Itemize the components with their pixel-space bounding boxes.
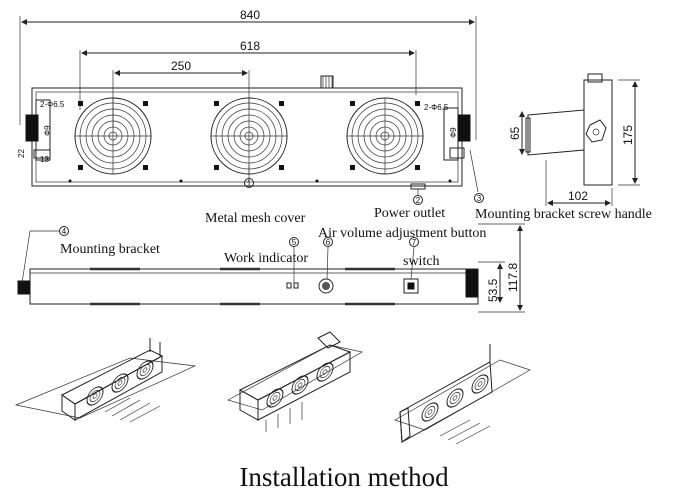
label-air-volume: Air volume adjustment button <box>318 226 486 241</box>
svg-text:6: 6 <box>326 238 331 247</box>
callout-2: 2 Power outlet <box>374 189 445 221</box>
switch-icon <box>403 278 419 294</box>
callout-3: 3 Mounting bracket screw handle <box>469 149 652 222</box>
label-screw-handle: Mounting bracket screw handle <box>475 207 652 222</box>
label-work-indicator: Work indicator <box>224 251 308 266</box>
hole-label-left: 2-Ф6.5 <box>40 100 65 109</box>
fan-grille-icon-3 <box>346 97 424 175</box>
svg-text:5: 5 <box>292 238 297 247</box>
label-switch: switch <box>403 254 440 269</box>
dim-175: 175 <box>621 125 635 145</box>
slot-label-left: Ф9 <box>43 125 52 136</box>
screw-handle-icon <box>585 119 607 143</box>
top-view: 2-Ф6.5 Ф9 13 22 2-Ф6.5 Ф9 <box>17 75 471 190</box>
dim-65: 65 <box>508 126 522 140</box>
hole-label-right: 2-Ф6.5 <box>424 103 449 112</box>
side-view: 65 175 102 <box>508 73 640 206</box>
dim-53-5: 53.5 <box>486 278 500 302</box>
dim-250: 250 <box>171 59 191 73</box>
callout-4: 4 Mounting bracket <box>21 226 160 284</box>
dim-618: 618 <box>240 39 260 53</box>
install-ceiling <box>14 338 197 423</box>
callout-5: 5 Work indicator <box>224 237 308 283</box>
dim-102: 102 <box>568 189 588 203</box>
left-bracket: 2-Ф6.5 Ф9 13 22 <box>17 99 65 164</box>
right-bracket: 2-Ф6.5 Ф9 <box>424 103 471 161</box>
fan-grille-icon-2 <box>210 97 288 175</box>
fan-grille-icon-1 <box>74 97 152 175</box>
dimension-overall: 840 <box>19 8 477 140</box>
dim-117-8: 117.8 <box>506 263 520 292</box>
dimension-fan-span: 618 <box>79 39 417 110</box>
indicator-led-icon <box>286 282 299 289</box>
label-power-outlet: Power outlet <box>374 206 445 221</box>
caption-installation-method: Installation method <box>239 462 449 492</box>
tab-label-left: 13 <box>40 155 49 164</box>
install-desktop <box>227 331 363 432</box>
install-wall <box>394 344 531 445</box>
callout-1: 1 Metal mesh cover <box>205 165 306 226</box>
label-mounting-bracket: Mounting bracket <box>60 242 160 257</box>
tab-side-label-left: 22 <box>17 149 26 158</box>
callout-6: 6 Air volume adjustment button <box>318 226 486 280</box>
knob-icon <box>320 75 334 89</box>
front-view: 117.8 53.5 <box>17 223 525 313</box>
slot-label-right: Ф9 <box>449 127 458 138</box>
label-metal-mesh-cover: Metal mesh cover <box>205 211 306 226</box>
svg-text:2: 2 <box>416 196 421 205</box>
svg-text:1: 1 <box>247 179 252 188</box>
svg-text:3: 3 <box>477 194 482 203</box>
svg-text:7: 7 <box>412 238 417 247</box>
callout-7: 7 switch <box>403 237 440 280</box>
dim-840: 840 <box>240 8 260 22</box>
svg-text:4: 4 <box>62 227 67 236</box>
air-volume-knob <box>318 278 334 294</box>
dimension-fan-pitch: 250 <box>112 59 250 128</box>
